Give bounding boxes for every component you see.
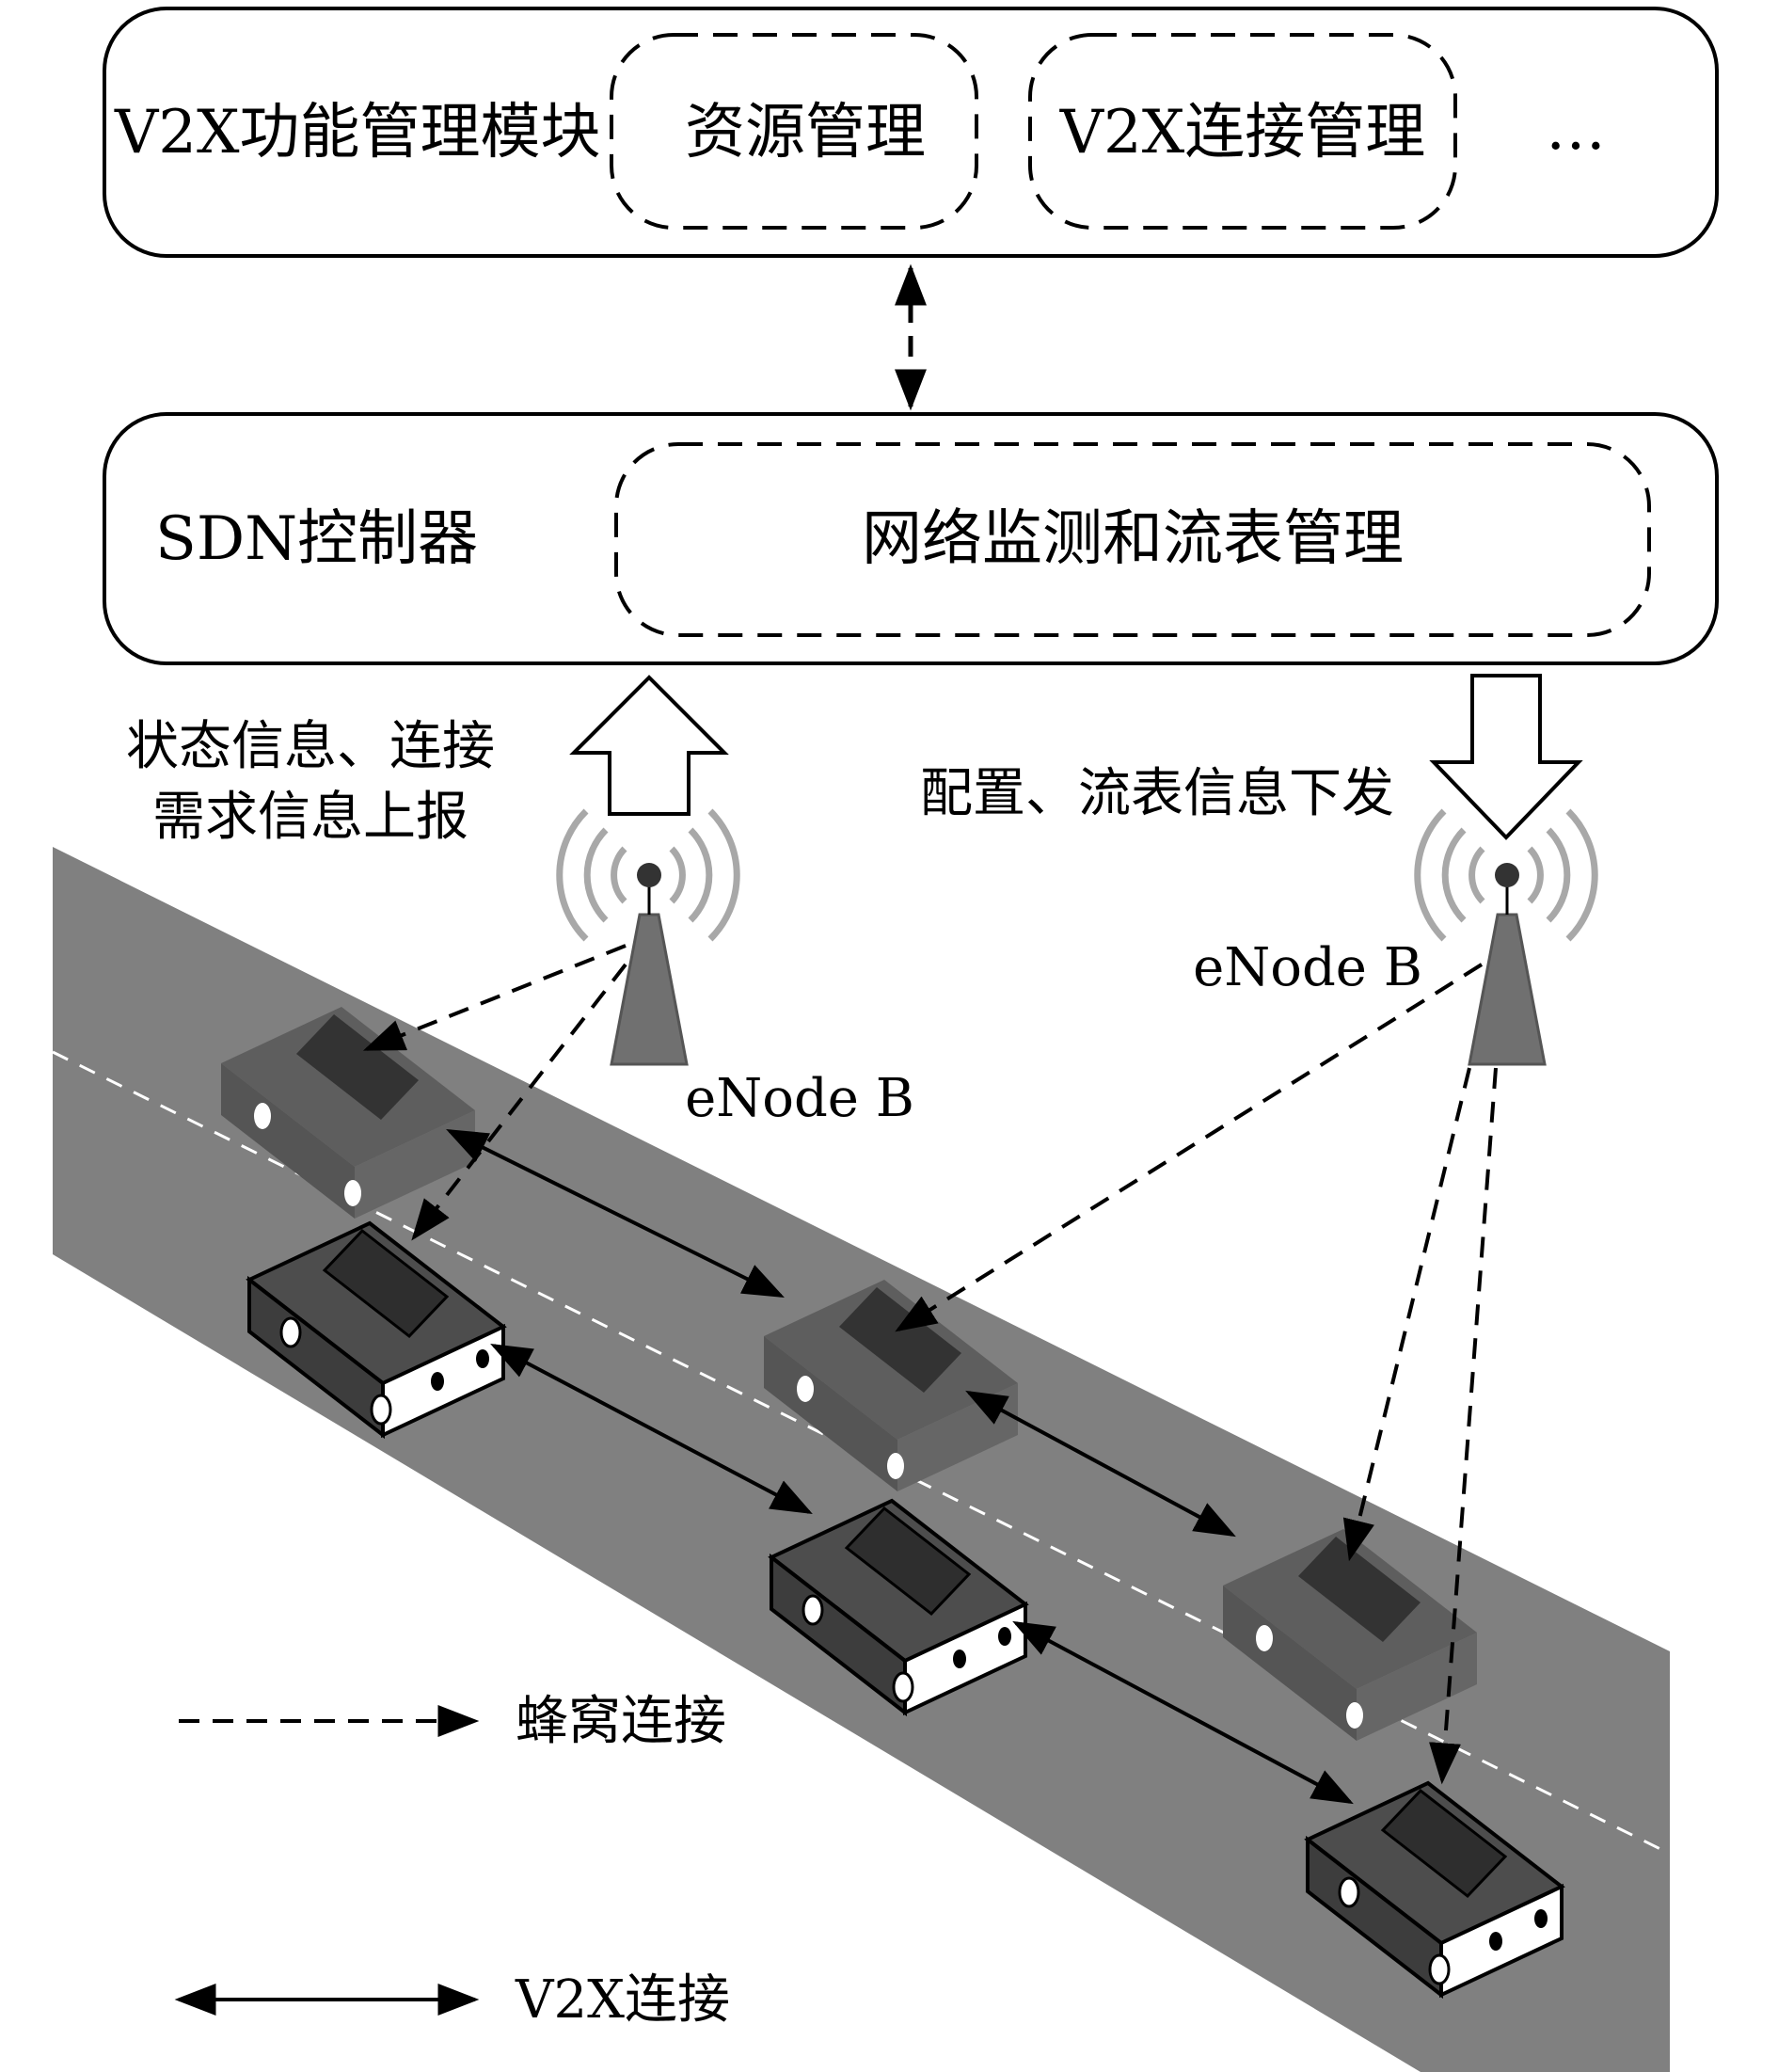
base-station-left-label: eNode B: [685, 1068, 914, 1129]
v2x-connection-management-label: V2X连接管理: [1059, 98, 1426, 167]
legend-v2x-label: V2X连接: [515, 1969, 730, 2031]
cellular-link: [895, 963, 1484, 1332]
cellular-links: [362, 944, 1498, 1785]
base-station-right-label: eNode B: [1193, 937, 1422, 998]
v2x-link: [490, 1343, 813, 1515]
antenna-tower-icon: [1468, 913, 1547, 1066]
base-station-left: [556, 808, 740, 1066]
uplink-hollow-arrow: [569, 675, 729, 816]
v2x-function-module-title: V2X功能管理模块: [114, 98, 601, 167]
more-ellipsis: …: [1546, 94, 1606, 164]
base-station-right: [1414, 808, 1598, 1066]
sdn-controller-title: SDN控制器: [155, 504, 478, 574]
v2x-function-module-box: [103, 7, 1719, 258]
uplink-label-line2: 需求信息上报: [152, 787, 468, 848]
v2x-links: [446, 1129, 1354, 1805]
cellular-link: [1342, 1067, 1471, 1562]
network-monitoring-box: [614, 442, 1651, 637]
resource-management-box: [610, 33, 978, 230]
v2x-link: [446, 1129, 785, 1298]
antenna-tower-icon: [610, 913, 689, 1066]
cellular-link: [362, 944, 627, 1051]
sdn-controller-box: [103, 412, 1719, 665]
v2x-connection-management-box: [1028, 33, 1457, 230]
signal-icon: [556, 808, 740, 942]
network-monitoring-label: 网络监测和流表管理: [862, 504, 1404, 574]
downlink-label: 配置、流表信息下发: [920, 763, 1394, 824]
signal-icon: [1414, 808, 1598, 942]
uplink-label-line1: 状态信息、连接: [126, 716, 495, 777]
cellular-link: [1429, 1067, 1498, 1785]
resource-management-label: 资源管理: [685, 98, 926, 167]
downlink-hollow-arrow: [1429, 674, 1583, 840]
v2x-link: [1012, 1620, 1354, 1805]
v2x-link: [965, 1390, 1236, 1538]
legend-cellular-label: 蜂窝连接: [516, 1691, 726, 1752]
